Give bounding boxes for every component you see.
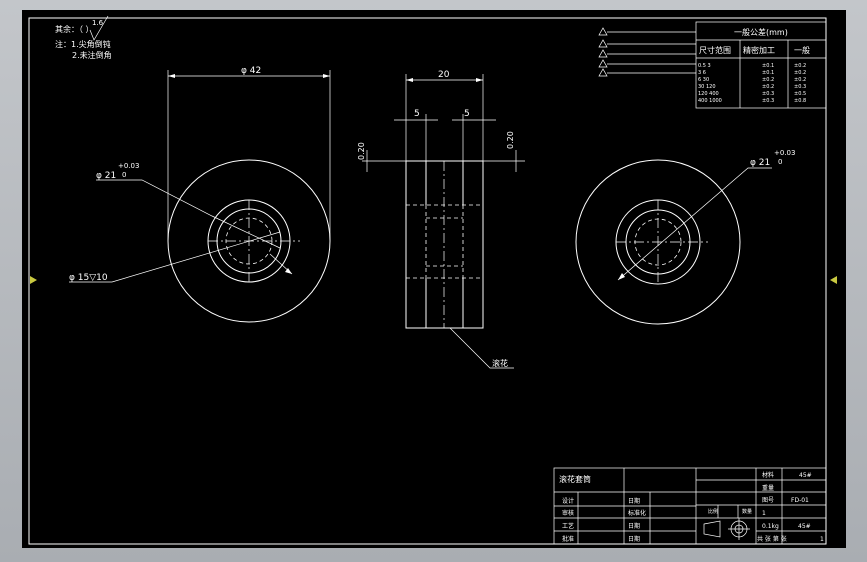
- side-knurl-label: 滚花: [492, 358, 508, 368]
- tb-material-value-2: 45#: [798, 523, 811, 530]
- tol-header-general: 一般: [794, 45, 810, 55]
- front-dim-15-text: φ 15▽10: [69, 273, 108, 283]
- roughness-symbol-icon: [89, 15, 109, 41]
- drawing-svg[interactable]: 其余：（ ） 1.6 注：1.尖角倒钝 2.未注倒角 φ: [22, 10, 846, 548]
- tb-date-label: 日期: [628, 497, 640, 505]
- tol-header-precision: 精密加工: [743, 45, 775, 55]
- tol-cell: ±0.2: [762, 77, 774, 83]
- tb-drawing-no-label: 图号: [762, 497, 774, 504]
- back-dim-21-text: φ 21: [750, 158, 770, 168]
- tol-cell: ±0.2: [794, 63, 806, 69]
- arrow-icon: [168, 74, 175, 78]
- back-leader-21: [617, 167, 772, 281]
- left-center-marker-icon: [30, 276, 37, 284]
- notes-line-3: 2.未注倒角: [72, 50, 112, 60]
- front-view[interactable]: φ 42 φ 21 +0.03 0 φ 15▽10: [69, 66, 331, 323]
- tb-sheet-label: 共 张 第 张: [757, 535, 787, 543]
- tb-quantity-value: 1: [762, 510, 766, 517]
- front-tol-lower: 0: [122, 171, 126, 179]
- side-dim-left-5-text: 5: [414, 109, 420, 119]
- arrow-icon: [323, 74, 330, 78]
- tol-header-range: 尺寸范围: [699, 45, 731, 55]
- tol-cell: ±0.1: [762, 70, 774, 76]
- arrow-icon: [618, 273, 625, 280]
- tb-process-label: 工艺: [562, 522, 574, 530]
- tol-cell: 30 120: [698, 84, 716, 90]
- side-leader-knurl: [449, 327, 514, 369]
- tb-sheet-total: 1: [820, 536, 824, 543]
- tb-standard-label: 标准化: [628, 509, 646, 517]
- roughness-value: 1.6: [92, 19, 104, 27]
- tol-cell: 120 400: [698, 91, 719, 97]
- tb-material-value: 45#: [799, 472, 812, 479]
- tol-cell: ±0.3: [762, 98, 774, 104]
- tol-cell: ±0.3: [794, 84, 806, 90]
- arrow-icon: [285, 268, 292, 274]
- warning-triangle-icon: [598, 39, 608, 48]
- warning-triangle-icon: [598, 27, 608, 36]
- tb-weight-value: 0.1kg: [762, 523, 779, 530]
- tb-date-label-3: 日期: [628, 535, 640, 543]
- tb-part-name: 滚花套筒: [559, 474, 591, 484]
- tol-cell: ±0.2: [762, 84, 774, 90]
- tb-designer-label: 设计: [562, 497, 574, 505]
- tol-cell: 400 1000: [698, 98, 722, 104]
- front-dim-42-text: φ 42: [241, 66, 261, 76]
- tol-cell: 6 30: [698, 77, 709, 83]
- notes-line-2: 注：1.尖角倒钝: [55, 39, 111, 49]
- back-tol-upper: +0.03: [774, 149, 795, 157]
- back-outer-circle: [575, 159, 741, 325]
- warning-triangle-icon: [598, 68, 608, 77]
- tb-checker-label: 审核: [562, 509, 574, 517]
- tb-approve-label: 批准: [562, 535, 574, 543]
- right-center-marker-icon: [830, 276, 837, 284]
- tol-table-title: 一般公差(mm): [734, 27, 788, 37]
- drawing-canvas[interactable]: 其余：（ ） 1.6 注：1.尖角倒钝 2.未注倒角 φ: [22, 10, 846, 548]
- side-view[interactable]: 20 5 5 0.20 0.20 滚花: [357, 70, 525, 369]
- tb-material-label: 材料: [762, 471, 774, 479]
- tol-cell: ±0.5: [794, 91, 806, 97]
- tol-cell: ±0.2: [794, 77, 806, 83]
- warning-triangle-icon: [598, 49, 608, 58]
- tol-cell: 3 6: [698, 70, 706, 76]
- tol-cell: ±0.1: [762, 63, 774, 69]
- side-chamfer-left-text: 0.20: [357, 142, 366, 160]
- side-chamfer-right-text: 0.20: [506, 131, 515, 149]
- title-block[interactable]: 滚花套筒 设计 审核 工艺 批准 日期 标准化 日期 日期 材料 45# 重量 …: [553, 467, 827, 545]
- back-view[interactable]: φ 21 +0.03 0: [575, 149, 795, 325]
- warning-triangle-icon: [598, 59, 608, 68]
- front-tol-upper: +0.03: [118, 162, 139, 170]
- tol-cell: 0.5 3: [698, 63, 711, 69]
- front-dim-21-text: φ 21: [96, 171, 116, 181]
- notes-line-1: 其余：（ ）: [55, 24, 94, 34]
- front-leader-21: [96, 179, 281, 249]
- side-outline: [405, 160, 484, 329]
- tol-cell: ±0.3: [762, 91, 774, 97]
- back-tol-lower: 0: [778, 158, 782, 166]
- tb-scale-label: 比例: [708, 508, 718, 515]
- front-leader-15: [69, 231, 281, 283]
- drawing-border: [28, 17, 827, 545]
- tol-cell: ±0.2: [794, 70, 806, 76]
- tol-cell: ±0.8: [794, 98, 806, 104]
- tolerance-table: 一般公差(mm) 尺寸范围 精密加工 一般 0.5 3 ±0.1 ±0.2 3 …: [598, 21, 827, 109]
- tb-quantity-label: 数量: [742, 508, 752, 515]
- projection-cone-icon: [703, 520, 721, 538]
- arrow-icon: [406, 78, 413, 82]
- tb-weight-label: 重量: [762, 484, 774, 492]
- side-dim-20-text: 20: [438, 70, 450, 80]
- tb-date-label-2: 日期: [628, 522, 640, 530]
- tol-table-frame: [695, 21, 827, 109]
- technical-notes: 其余：（ ） 1.6 注：1.尖角倒钝 2.未注倒角: [55, 15, 112, 60]
- arrow-icon: [476, 78, 483, 82]
- side-dim-right-5-text: 5: [464, 109, 470, 119]
- tb-drawing-no-value: FD-01: [791, 497, 809, 504]
